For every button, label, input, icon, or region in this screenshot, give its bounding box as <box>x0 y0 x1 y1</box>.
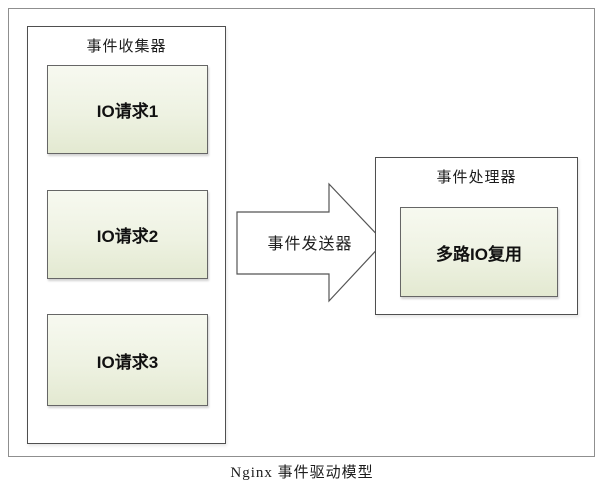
diagram-caption: Nginx 事件驱动模型 <box>230 465 374 481</box>
io-request-box-3: IO请求3 <box>47 314 208 406</box>
event-sender-label: 事件发送器 <box>267 236 353 253</box>
event-collector-title: 事件收集器 <box>86 39 167 55</box>
event-processor-title: 事件处理器 <box>436 170 517 186</box>
io-request-box-2: IO请求2 <box>47 190 208 279</box>
event-sender-arrow <box>235 179 387 305</box>
io-request-box-1: IO请求1 <box>47 65 208 154</box>
right-arrow-icon <box>236 182 385 303</box>
event-collector-group: 事件收集器 IO请求1 IO请求2 IO请求3 <box>27 26 226 444</box>
io-multiplex-box: 多路IO复用 <box>400 207 558 297</box>
diagram-border: 事件收集器 IO请求1 IO请求2 IO请求3 事件发送器 事件处理器 多路IO… <box>8 8 595 457</box>
event-processor-group: 事件处理器 多路IO复用 <box>375 157 578 315</box>
